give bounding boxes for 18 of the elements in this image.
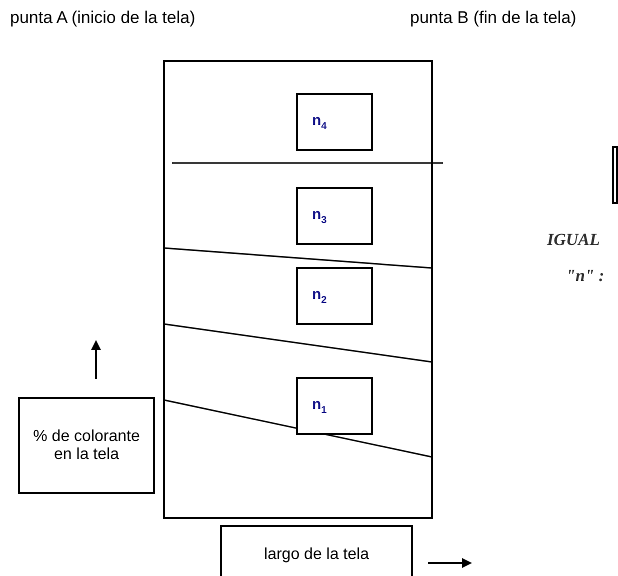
- axis-label-box: [18, 397, 155, 494]
- empty-box: [612, 146, 618, 204]
- fabric-rectangle: [163, 60, 433, 519]
- sample-box: [296, 93, 373, 151]
- sample-label: n$_{3}$: [312, 206, 327, 226]
- end-label: punta A (inicio de la tela): [10, 8, 196, 28]
- sample-box: [296, 187, 373, 245]
- sample-label: n$_{4}$: [312, 112, 327, 132]
- note-text: IGUAL: [547, 230, 600, 250]
- sample-label: n$_{1}$: [312, 396, 327, 416]
- sample-box: [296, 377, 373, 435]
- axis-label-box: [220, 525, 413, 576]
- note-text: "n" :: [566, 266, 604, 286]
- sample-box: [296, 267, 373, 325]
- sample-label: n$_{2}$: [312, 286, 327, 306]
- end-label: punta B (fin de la tela): [410, 8, 576, 28]
- axis-label: % de colorante en la tela: [32, 428, 141, 464]
- axis-label: largo de la tela: [264, 546, 369, 564]
